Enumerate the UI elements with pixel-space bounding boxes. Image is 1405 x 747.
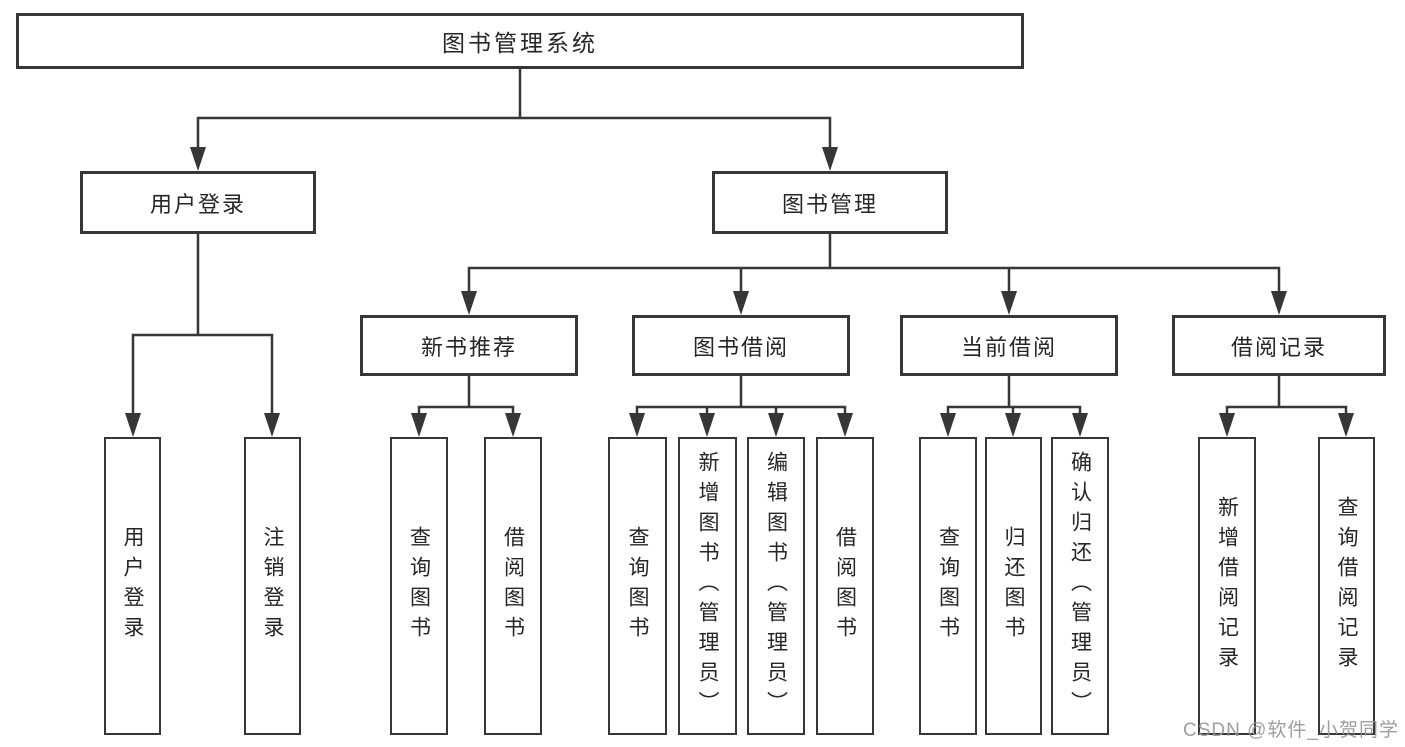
leaf-borrow-book: 借阅图书 — [816, 437, 874, 735]
arrowheads — [125, 147, 1354, 437]
node-user-login: 用户登录 — [80, 171, 316, 234]
connector-user-login-children — [131, 232, 274, 420]
leaf-logout: 注销登录 — [244, 437, 301, 735]
leaf-query-book-current: 查询图书 — [919, 437, 977, 735]
node-book-management: 图书管理 — [712, 171, 948, 234]
watermark: CSDN @软件_小贺同学 — [1183, 720, 1399, 741]
connector-new-book-children — [417, 374, 515, 421]
connector-borrow-record-children — [1225, 374, 1348, 421]
leaf-user-login: 用户登录 — [104, 437, 161, 735]
leaf-return-book: 归还图书 — [985, 437, 1042, 735]
node-current-borrow: 当前借阅 — [900, 315, 1118, 376]
node-new-book-recommend: 新书推荐 — [360, 315, 578, 376]
leaf-query-book-borrow: 查询图书 — [608, 437, 667, 735]
leaf-confirm-return-admin: 确认归还（管理员） — [1051, 437, 1109, 735]
node-borrow-record: 借阅记录 — [1172, 315, 1386, 376]
node-root: 图书管理系统 — [16, 13, 1024, 69]
connector-root-to-level2 — [196, 67, 832, 154]
connector-book-borrow-children — [635, 374, 847, 421]
leaf-query-borrow-record: 查询借阅记录 — [1318, 437, 1375, 735]
leaf-add-book-admin: 新增图书（管理员） — [678, 437, 737, 735]
connector-current-borrow-children — [946, 374, 1082, 421]
leaf-edit-book-admin: 编辑图书（管理员） — [747, 437, 805, 735]
leaf-borrow-book-recommend: 借阅图书 — [484, 437, 542, 735]
leaf-query-book-recommend: 查询图书 — [390, 437, 448, 735]
connector-book-mgmt-children — [467, 232, 1281, 299]
leaf-add-borrow-record: 新增借阅记录 — [1198, 437, 1256, 735]
node-book-borrow: 图书借阅 — [632, 315, 850, 376]
